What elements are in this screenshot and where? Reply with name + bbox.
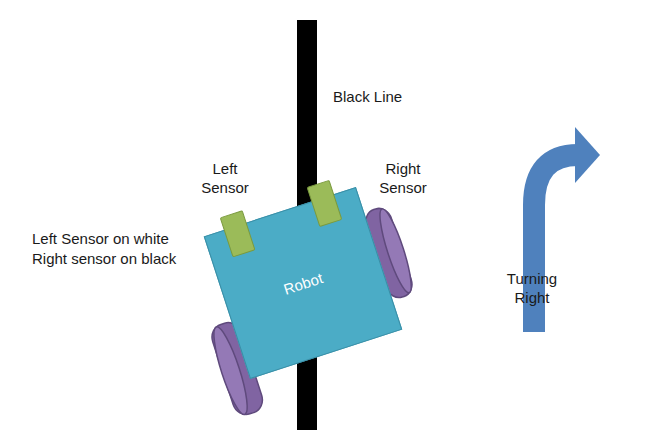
note-text: Right sensor on black: [32, 250, 202, 269]
robot-label: Robot: [281, 269, 324, 298]
line-label: Black Line: [333, 88, 443, 107]
sensor-block: [307, 180, 343, 227]
sensor-block: [220, 210, 256, 257]
sensor-label: Right Sensor: [372, 160, 434, 198]
direction-label: Turning Right: [497, 270, 567, 308]
note-text: Left Sensor on white: [32, 230, 202, 249]
sensor-label: Left Sensor: [196, 160, 254, 198]
